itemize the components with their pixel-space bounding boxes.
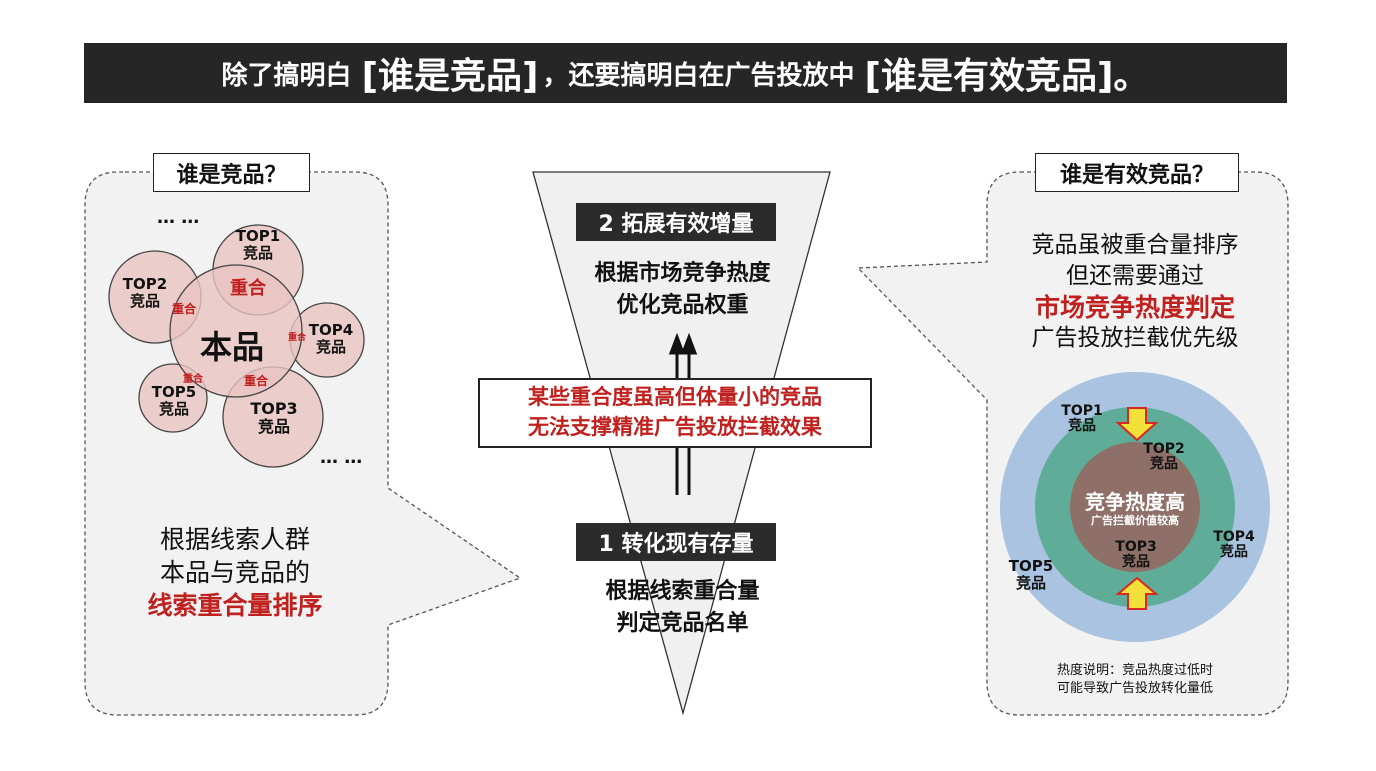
step2-tag-text: 2 拓展有效增量 (598, 212, 754, 237)
overlap-label-top2: 重合 (172, 302, 197, 316)
heat-note: 热度说明：竞品热度过低时 可能导致广告投放转化量低 (1010, 662, 1260, 698)
core-title: 竞争热度高 (1085, 490, 1185, 514)
title-part1: 除了搞明白 (221, 60, 352, 91)
right-heading: 谁是有效竞品？ (1035, 153, 1239, 192)
ellipsis-top: … … (157, 207, 200, 228)
left-top3-name: 竞品 (257, 416, 290, 436)
overlap-label-top1: 重合 (230, 278, 266, 299)
step2-line2: 优化竞品权重 (616, 293, 749, 318)
arrow-down-icon (1115, 407, 1159, 442)
left-desc-line2: 本品与竞品的 (159, 558, 310, 587)
core-subtitle: 广告拦截价值较高 (1091, 514, 1179, 527)
left-top4-rank: TOP4 (308, 321, 354, 339)
warning-line1: 某些重合度虽高但体量小的竞品 (528, 385, 822, 409)
arrow-up-icon (1115, 576, 1159, 610)
title-part2: ，还要搞明白在广告投放中 (542, 60, 855, 91)
right-top2-name: 竞品 (1150, 456, 1178, 473)
overlap-label-top4: 重合 (288, 333, 307, 343)
right-top5-name: 竞品 (1015, 573, 1046, 592)
ring-core (1070, 442, 1200, 572)
overlap-label-top5: 重合 (183, 374, 203, 385)
right-top4-name: 竞品 (1220, 544, 1248, 561)
right-top3-name: 竞品 (1122, 554, 1150, 571)
title-highlight1: [谁是竞品] (361, 56, 539, 97)
left-heading-text: 谁是竞品？ (176, 162, 287, 188)
left-top3-label: TOP3 竞品 (244, 400, 304, 435)
right-top1-label: TOP1 竞品 (1052, 403, 1112, 435)
right-top2-rank: TOP2 (1143, 441, 1185, 457)
left-top3-rank: TOP3 (250, 399, 298, 418)
right-top1-name: 竞品 (1068, 418, 1096, 435)
bubble-top5 (138, 363, 208, 433)
overlap-label-top3: 重合 (244, 374, 269, 388)
heat-note-line1: 热度说明：竞品热度过低时 (1056, 663, 1213, 678)
step1-tag: 1 转化现有存量 (576, 523, 776, 561)
title-bar: 除了搞明白 [谁是竞品] ，还要搞明白在广告投放中 [谁是有效竞品] 。 (84, 43, 1287, 103)
title-end: 。 (1113, 56, 1150, 97)
right-top3-label: TOP3 竞品 (1108, 539, 1164, 571)
step1-tag-text: 1 转化现有存量 (598, 532, 754, 557)
left-top5-label: TOP5 竞品 (146, 384, 202, 417)
right-top4-label: TOP4 竞品 (1206, 529, 1262, 561)
step2-description: 根据市场竞争热度 优化竞品权重 (560, 258, 805, 322)
main-product-label: 本品 (200, 328, 265, 366)
overlap-circles (108, 224, 365, 468)
step1-line2: 判定竞品名单 (616, 611, 749, 636)
right-top2-label: TOP2 竞品 (1136, 441, 1192, 473)
left-desc-line3: 线索重合量排序 (147, 591, 323, 620)
step1-line1: 根据线索重合量 (605, 579, 760, 604)
right-top1-rank: TOP1 (1061, 403, 1103, 419)
warning-line2: 无法支撑精准广告投放拦截效果 (528, 415, 822, 439)
step2-tag: 2 拓展有效增量 (576, 203, 776, 241)
right-description: 竞品虽被重合量排序 但还需要通过 市场竞争热度判定 广告投放拦截优先级 (1000, 230, 1270, 354)
right-line4: 广告投放拦截优先级 (1031, 325, 1239, 351)
ellipsis-bottom: … … (320, 447, 363, 468)
right-heading-text: 谁是有效竞品？ (1059, 162, 1214, 188)
left-description: 根据线索人群 本品与竞品的 线索重合量排序 (110, 523, 360, 622)
left-top4-label: TOP4 竞品 (303, 322, 359, 355)
warning-box: 某些重合度虽高但体量小的竞品 无法支撑精准广告投放拦截效果 (478, 378, 872, 448)
right-line3: 市场竞争热度判定 (1034, 293, 1235, 322)
left-top1-name: 竞品 (242, 243, 273, 262)
left-top1-label: TOP1 竞品 (228, 228, 288, 261)
title-highlight2: [谁是有效竞品] (864, 56, 1114, 97)
left-top1-rank: TOP1 (235, 227, 281, 245)
step1-description: 根据线索重合量 判定竞品名单 (560, 576, 805, 640)
right-line1: 竞品虽被重合量排序 (1031, 232, 1239, 258)
left-desc-line1: 根据线索人群 (159, 525, 310, 554)
left-heading: 谁是竞品？ (153, 153, 310, 192)
right-top3-rank: TOP3 (1115, 539, 1157, 555)
left-top2-rank: TOP2 (122, 275, 168, 293)
right-top4-rank: TOP4 (1213, 529, 1255, 545)
left-top4-name: 竞品 (315, 337, 346, 356)
left-top2-label: TOP2 竞品 (115, 276, 175, 309)
right-line2: 但还需要通过 (1066, 263, 1204, 289)
bubble-main (169, 264, 303, 398)
right-top5-label: TOP5 竞品 (1003, 558, 1059, 591)
left-top5-rank: TOP5 (151, 383, 197, 401)
right-top5-rank: TOP5 (1008, 557, 1054, 575)
heat-note-line2: 可能导致广告投放转化量低 (1056, 681, 1213, 696)
left-top2-name: 竞品 (129, 291, 160, 310)
left-top5-name: 竞品 (158, 399, 189, 418)
step2-line1: 根据市场竞争热度 (594, 261, 771, 286)
